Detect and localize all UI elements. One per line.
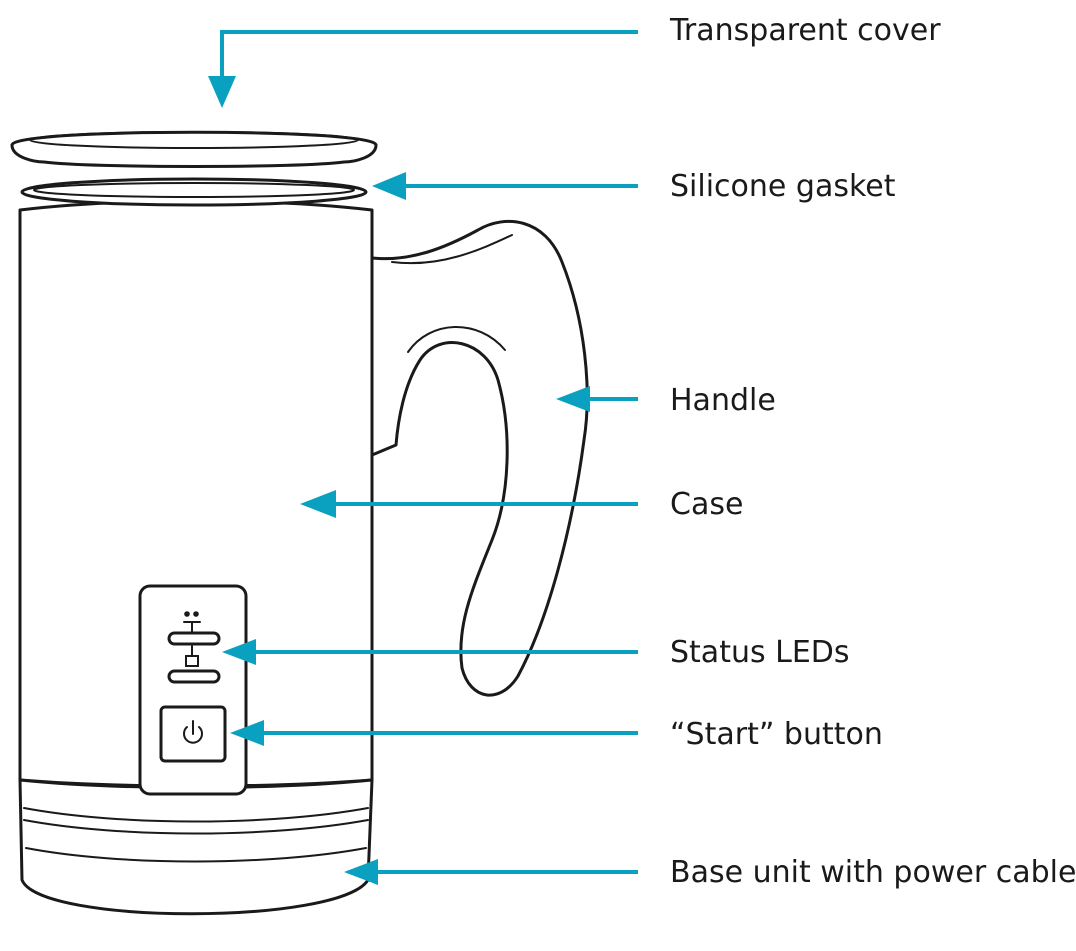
led-icon-dot-left — [184, 611, 190, 617]
base-ring-3 — [25, 847, 367, 863]
base-arrowhead — [344, 859, 378, 885]
leader-lines — [208, 30, 638, 885]
handle-leader — [556, 386, 638, 412]
label-handle: Handle — [670, 383, 776, 418]
gasket-inner-ring — [33, 182, 355, 198]
status-led-top — [167, 631, 221, 646]
status-led-bottom — [167, 669, 221, 684]
labels: Transparent cover Silicone gasket Handle… — [669, 13, 1076, 890]
handle-edge-highlight — [391, 234, 513, 265]
silicone-gasket — [20, 177, 368, 207]
cover-arrowhead — [208, 76, 236, 108]
power-icon — [183, 720, 203, 744]
whisk-icon-bottom — [185, 645, 199, 667]
cover-outline — [10, 130, 378, 168]
label-start-button: “Start” button — [670, 717, 883, 752]
base-ring-1 — [23, 807, 369, 823]
status-leds — [167, 611, 221, 684]
gasket-leader — [372, 172, 638, 200]
control-panel — [138, 584, 248, 796]
label-status-leds: Status LEDs — [670, 635, 850, 670]
start-leader — [230, 720, 638, 746]
start-arrowhead — [230, 720, 264, 746]
gasket-ring — [20, 177, 368, 207]
case-leader — [300, 490, 638, 518]
label-case: Case — [670, 487, 743, 522]
gasket-arrowhead — [372, 172, 406, 200]
cover-inner-rim — [29, 131, 359, 149]
control-panel-frame — [138, 584, 248, 796]
cover-leader — [208, 30, 638, 108]
base-leader — [344, 859, 638, 885]
transparent-cover — [10, 130, 378, 168]
label-base-unit: Base unit with power cable — [670, 855, 1076, 890]
base-ring-2 — [23, 819, 369, 835]
label-transparent-cover: Transparent cover — [669, 13, 941, 48]
handle-outline — [370, 219, 589, 697]
leds-leader — [222, 639, 638, 665]
base-outline — [18, 778, 374, 916]
label-silicone-gasket: Silicone gasket — [670, 169, 896, 204]
led-icon-dot-right — [193, 611, 199, 617]
case-arrowhead — [300, 490, 336, 518]
leds-arrowhead — [222, 639, 256, 665]
handle-inner-highlight — [407, 326, 506, 353]
start-button[interactable] — [159, 705, 227, 763]
handle — [370, 219, 589, 697]
handle-arrowhead — [556, 386, 590, 412]
cover-leader-line — [220, 30, 638, 78]
base-unit — [18, 778, 374, 916]
